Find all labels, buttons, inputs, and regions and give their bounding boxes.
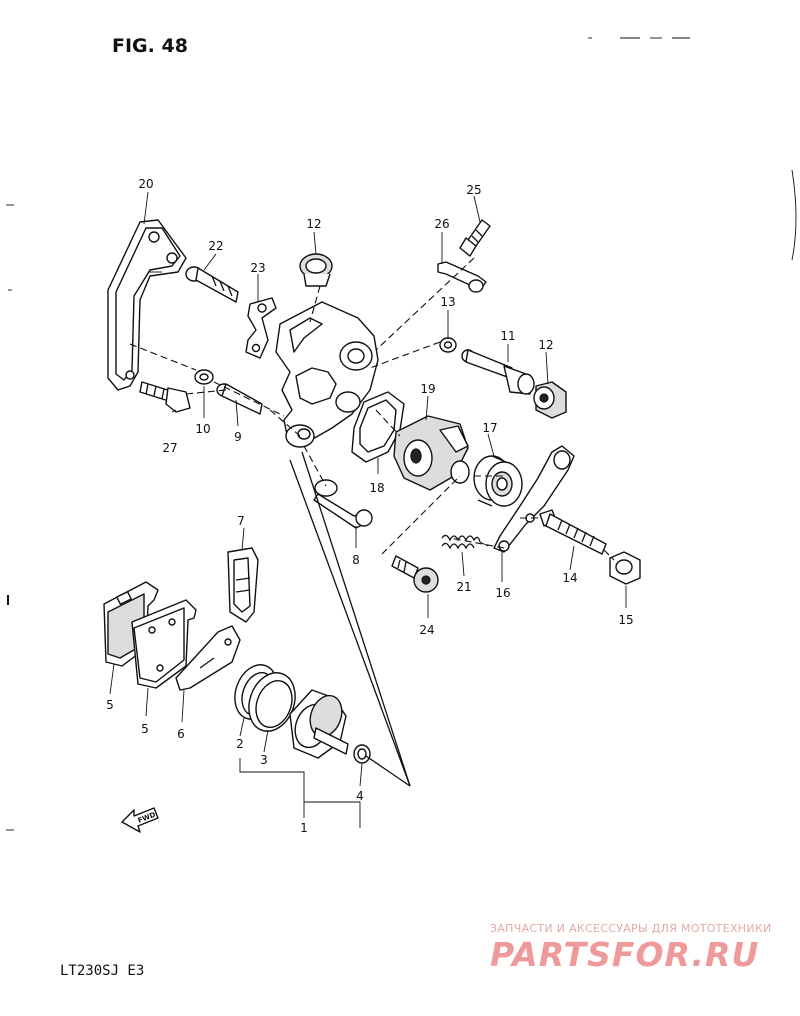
boot-12-upper xyxy=(299,253,333,287)
bolt-22 xyxy=(185,266,239,303)
bleeder-cap-26 xyxy=(437,261,487,293)
callout-20: 20 xyxy=(138,177,153,191)
callout-13: 13 xyxy=(440,295,455,309)
callout-3: 3 xyxy=(260,753,268,767)
callout-8: 8 xyxy=(352,553,360,567)
callout-12-right: 12 xyxy=(538,338,553,352)
caliper-bracket xyxy=(107,219,187,391)
pin-retainer-23 xyxy=(245,297,277,359)
bolt-24 xyxy=(391,555,439,593)
lever-16 xyxy=(493,445,575,553)
callout-11: 11 xyxy=(500,329,515,343)
callout-10: 10 xyxy=(195,422,210,436)
forward-direction-arrow: FWD xyxy=(121,807,159,833)
watermark-tagline: ЗАПЧАСТИ И АКСЕССУАРЫ ДЛЯ МОТОТЕХНИКИ xyxy=(490,922,772,935)
assembly-guide-lines xyxy=(129,257,615,561)
callout-9: 9 xyxy=(234,430,242,444)
callout-5-rear: 5 xyxy=(106,698,114,712)
watermark-logo: PARTSFOR.RU xyxy=(490,935,759,974)
figure-title: FIG. 48 xyxy=(112,35,188,57)
callout-1: 1 xyxy=(300,821,308,835)
callout-19: 19 xyxy=(420,382,435,396)
model-code: LT230SJ E3 xyxy=(60,963,144,979)
callout-7: 7 xyxy=(237,514,245,528)
callout-16: 16 xyxy=(495,586,510,600)
dust-seal-3 xyxy=(248,672,296,732)
washer-10 xyxy=(194,369,214,385)
pin-8 xyxy=(313,479,373,529)
washer-13 xyxy=(439,337,457,353)
callout-23: 23 xyxy=(250,261,265,275)
callout-27: 27 xyxy=(162,441,177,455)
bleeder-valve-25 xyxy=(459,219,491,257)
slide-pin-11 xyxy=(461,349,535,395)
adjuster-bolt-14 xyxy=(539,509,607,555)
pin-9 xyxy=(216,383,263,415)
callout-25: 25 xyxy=(466,183,481,197)
callout-21: 21 xyxy=(456,580,471,594)
callout-2: 2 xyxy=(236,737,244,751)
callout-18: 18 xyxy=(369,481,384,495)
o-ring-4 xyxy=(353,744,371,764)
pad-spring-7 xyxy=(227,547,259,623)
callout-6: 6 xyxy=(177,727,185,741)
boot-12-right xyxy=(533,381,567,419)
brake-pad-5-front xyxy=(131,599,197,689)
callout-24: 24 xyxy=(419,623,434,637)
scan-marks xyxy=(6,37,797,831)
convergence-lines xyxy=(289,451,411,787)
callout-4: 4 xyxy=(356,789,364,803)
leader-lines xyxy=(109,191,627,828)
bolt-27 xyxy=(139,381,191,413)
brake-piston-19 xyxy=(393,415,470,491)
spring-21 xyxy=(441,534,489,550)
nut-15 xyxy=(609,551,641,585)
callout-22: 22 xyxy=(208,239,223,253)
watermark: ЗАПЧАСТИ И АКСЕССУАРЫ ДЛЯ МОТОТЕХНИКИ PA… xyxy=(490,922,772,974)
pad-shim-6 xyxy=(175,625,241,691)
caliper-piston-1 xyxy=(289,689,349,759)
gasket-18 xyxy=(351,391,405,463)
callout-5-front: 5 xyxy=(141,722,149,736)
callout-15: 15 xyxy=(618,613,633,627)
callout-12-upper: 12 xyxy=(306,217,321,231)
callout-numbers: 20 22 23 12 25 26 13 11 12 19 17 18 27 1… xyxy=(106,177,633,835)
callout-17: 17 xyxy=(482,421,497,435)
callout-14: 14 xyxy=(562,571,577,585)
callout-26: 26 xyxy=(434,217,449,231)
bearing-17 xyxy=(473,455,523,507)
